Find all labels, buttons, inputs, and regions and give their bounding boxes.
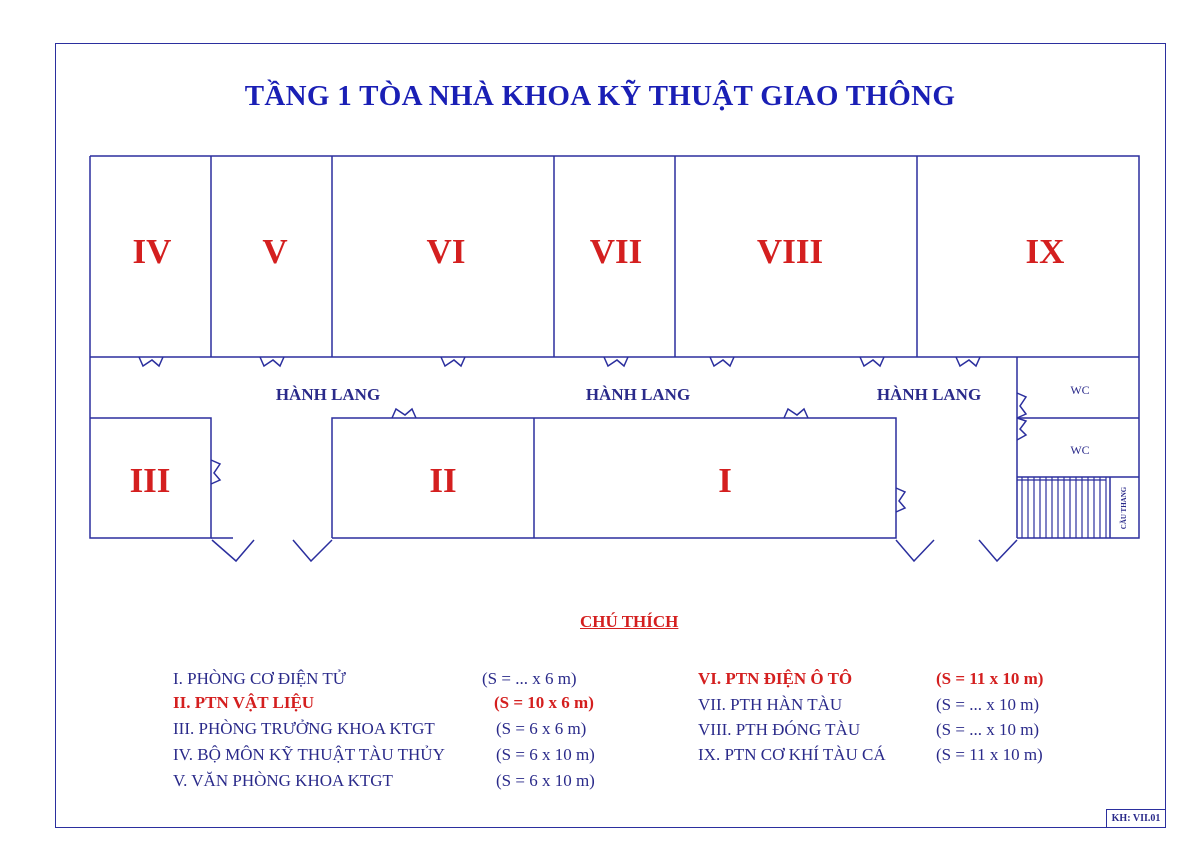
room-ii-label: II (429, 461, 456, 500)
legend-item-ii-name: II. PTN VẬT LIỆU (173, 693, 315, 712)
sheet-border (55, 43, 1166, 828)
entrance-right-a (895, 539, 935, 563)
room-i-label: I (718, 461, 732, 500)
legend-item-iv-area: (S = 6 x 10 m) (496, 745, 595, 764)
wc-label-2: WC (1070, 443, 1089, 457)
drawing-code-stamp: KH: VII.01 (1106, 809, 1166, 828)
entrance-left-a (211, 539, 255, 563)
legend-item-iii-area: (S = 6 x 6 m) (496, 719, 587, 738)
legend-item-vii-name: VII. PTH HÀN TÀU (698, 695, 843, 714)
outer-wall (90, 155, 1140, 539)
door-ix (955, 356, 981, 368)
door-iv (138, 356, 164, 368)
room-ix-label: IX (1026, 232, 1065, 271)
legend-item-i-area: (S = ... x 6 m) (482, 669, 577, 688)
room-iii-label: III (130, 461, 171, 500)
door-i-side (895, 487, 907, 513)
room-iv-label: IV (133, 232, 172, 271)
legend-item-v-area: (S = 6 x 10 m) (496, 771, 595, 790)
room-vi-label: VI (427, 232, 466, 271)
legend-item-ii-area: (S = 10 x 6 m) (494, 693, 594, 712)
door-vi (440, 356, 466, 368)
legend-item-viii-area: (S = ... x 10 m) (936, 720, 1040, 739)
door-vii (603, 356, 629, 368)
room-labels: IV V VI VII VIII IX III II I (130, 232, 1065, 500)
door-i (783, 407, 809, 419)
wc-label-1: WC (1070, 383, 1089, 397)
legend-item-v-name: V. VĂN PHÒNG KHOA KTGT (173, 771, 393, 790)
door-viii-b (859, 356, 885, 368)
legend-title: CHÚ THÍCH (580, 612, 679, 631)
room-ii-i-wall (331, 417, 897, 539)
corridor-labels: HÀNH LANG HÀNH LANG HÀNH LANG (276, 385, 981, 404)
legend-item-iv-name: IV. BỘ MÔN KỸ THUẬT TÀU THỦY (173, 745, 445, 764)
door-ii (391, 407, 417, 419)
door-viii-a (709, 356, 735, 368)
service-labels: WC WC CẦU THANG (1070, 383, 1128, 529)
corridor-label-right: HÀNH LANG (877, 385, 981, 404)
room-viii-label: VIII (757, 232, 823, 271)
legend-item-ix-name: IX. PTN CƠ KHÍ TÀU CÁ (698, 745, 886, 764)
legend-item-ix-area: (S = 11 x 10 m) (936, 745, 1043, 764)
walls (89, 155, 1140, 539)
stair-treads (1017, 477, 1107, 538)
doors (138, 356, 1028, 563)
door-v (259, 356, 285, 368)
legend-item-vi-area: (S = 11 x 10 m) (936, 669, 1044, 688)
legend-item-iii-name: III. PHÒNG TRƯỞNG KHOA KTGT (173, 719, 435, 738)
door-iii (210, 459, 222, 485)
room-vii-label: VII (590, 232, 643, 271)
entrance-left-b (292, 539, 333, 563)
legend-item-i-name: I. PHÒNG CƠ ĐIỆN TỬ (173, 669, 346, 688)
entrance-right-b (978, 539, 1018, 563)
door-wc (1016, 392, 1028, 419)
corridor-label-left: HÀNH LANG (276, 385, 380, 404)
corridor-label-center: HÀNH LANG (586, 385, 690, 404)
stair-label: CẦU THANG (1120, 486, 1128, 529)
legend-item-viii-name: VIII. PTH ĐÓNG TÀU (698, 720, 861, 739)
legend-item-vii-area: (S = ... x 10 m) (936, 695, 1040, 714)
legend-item-vi-name: VI. PTN ĐIỆN Ô TÔ (698, 669, 853, 688)
door-wc-b (1016, 417, 1028, 441)
page-title: TẦNG 1 TÒA NHÀ KHOA KỸ THUẬT GIAO THÔNG (244, 80, 956, 112)
room-v-label: V (262, 232, 287, 271)
